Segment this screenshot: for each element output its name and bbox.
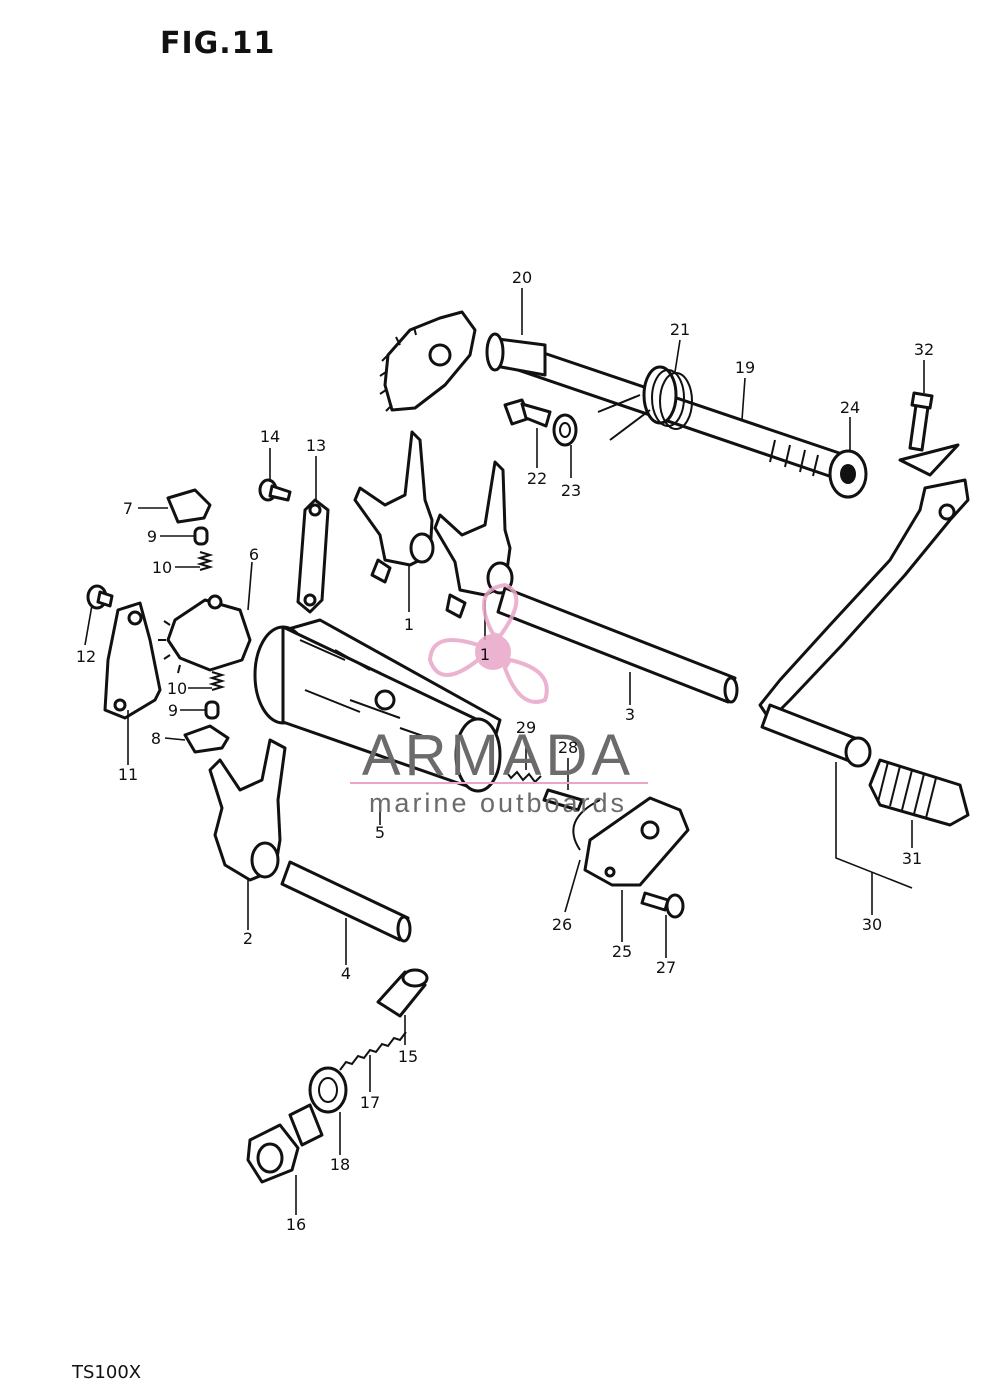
callout-11: 11 — [118, 765, 138, 784]
callout-5: 5 — [375, 823, 385, 842]
guide-screw — [258, 478, 292, 502]
fork-shaft-short — [280, 860, 412, 943]
plug-bolt-16 — [246, 1103, 324, 1184]
callout-13: 13 — [306, 436, 326, 455]
figure-title: FIG.11 — [160, 26, 276, 61]
plate-screw — [86, 584, 114, 610]
callout-15: 15 — [398, 1047, 418, 1066]
callout-27: 27 — [656, 958, 676, 977]
shift-fork-lower — [208, 738, 287, 882]
callout-20: 20 — [512, 268, 532, 287]
callout-26: 26 — [552, 915, 572, 934]
callout-19: 19 — [735, 358, 755, 377]
return-spring — [597, 365, 693, 441]
o-ring-26 — [572, 799, 601, 851]
callout-1: 1 — [404, 615, 414, 634]
cam-pin-7 — [166, 488, 212, 524]
watermark-logo — [427, 582, 549, 704]
callout-22: 22 — [527, 469, 547, 488]
spring-washer — [552, 413, 578, 447]
callout-10: 10 — [152, 558, 172, 577]
callout-8: 8 — [151, 729, 161, 748]
fork-shaft-long — [496, 586, 739, 704]
watermark-tagline: marine outboards — [369, 788, 627, 818]
callout-17: 17 — [360, 1093, 380, 1112]
spring-stopper-bolt — [503, 398, 552, 428]
callout-25: 25 — [612, 942, 632, 961]
lever-bolt-32 — [908, 391, 934, 452]
pin-9-upper — [193, 526, 209, 546]
shift-cam-stopper — [158, 594, 252, 674]
callout-23: 23 — [561, 481, 581, 500]
screw-27 — [640, 891, 685, 919]
callout-2: 2 — [243, 929, 253, 948]
cam-guide-plate — [296, 498, 330, 614]
stopper-pin-15 — [376, 968, 429, 1018]
callout-32: 32 — [914, 340, 934, 359]
leader-lines — [84, 288, 925, 1215]
callout-10: 10 — [167, 679, 187, 698]
callout-12: 12 — [76, 647, 96, 666]
spring-10-upper — [196, 551, 214, 571]
callout-labels: 1 1 2 3 4 5 6 7 8 9 9 10 10 11 12 13 14 … — [76, 268, 934, 1234]
spring-10-lower — [208, 671, 226, 691]
pin-9-lower — [204, 700, 220, 720]
callout-9: 9 — [168, 701, 178, 720]
gearshift-shaft — [510, 343, 847, 480]
callout-9: 9 — [147, 527, 157, 546]
callout-14: 14 — [260, 427, 280, 446]
callout-29: 29 — [516, 718, 536, 737]
oil-seal — [828, 449, 868, 499]
callout-21: 21 — [670, 320, 690, 339]
callout-16: 16 — [286, 1215, 306, 1234]
callout-31: 31 — [902, 849, 922, 868]
shift-fork-upper-b — [433, 460, 514, 619]
callout-3: 3 — [625, 705, 635, 724]
callout-28: 28 — [558, 738, 578, 757]
callout-1: 1 — [480, 645, 490, 664]
gearshift-lever-30 — [758, 443, 970, 768]
lever-rubber-31 — [868, 758, 970, 827]
gasket-18 — [308, 1066, 348, 1114]
callout-7: 7 — [123, 499, 133, 518]
callout-24: 24 — [840, 398, 860, 417]
cover-plate-25 — [583, 796, 690, 887]
gearshift-arm — [379, 310, 547, 412]
callout-4: 4 — [341, 964, 351, 983]
callout-6: 6 — [249, 545, 259, 564]
gear-shift-cam — [253, 618, 502, 793]
callout-30: 30 — [862, 915, 882, 934]
stopper-plate — [103, 601, 162, 720]
pin-28 — [542, 788, 584, 812]
watermark-brand: ARMADA — [362, 723, 634, 788]
stopper-spring-17 — [339, 1031, 407, 1071]
shift-fork-upper-a — [353, 430, 435, 584]
model-code: TS100X — [72, 1362, 142, 1383]
callout-18: 18 — [330, 1155, 350, 1174]
cam-pin-8 — [183, 724, 230, 754]
